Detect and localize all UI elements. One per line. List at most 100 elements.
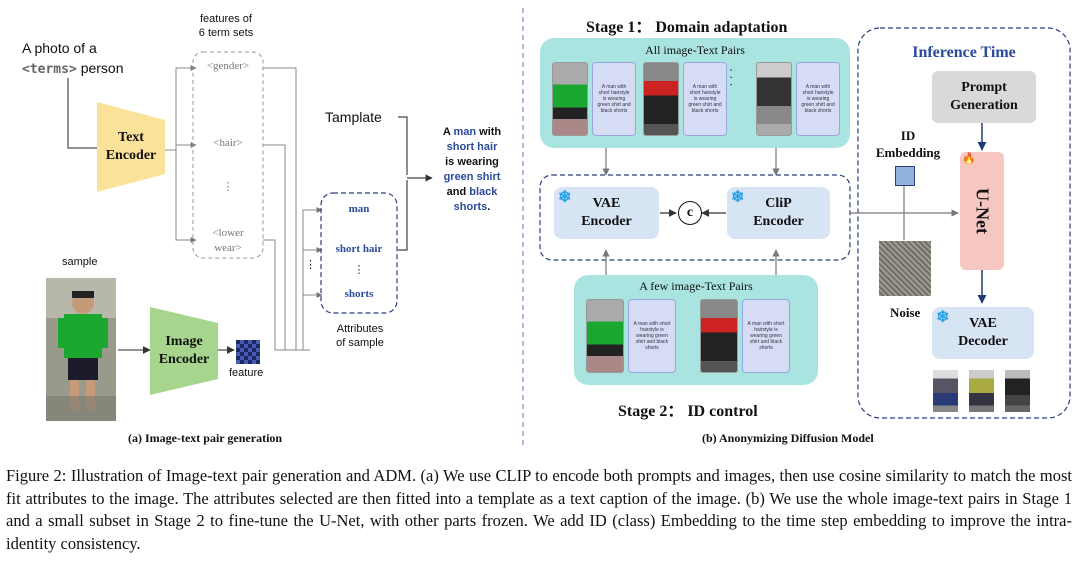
feature-icon xyxy=(236,340,260,364)
pair-1: A man with short hairstyle is wearing gr… xyxy=(552,62,636,136)
pair-2: A man with short hairstyle is wearing gr… xyxy=(643,62,727,136)
pair-2-text: A man with short hairstyle is wearing gr… xyxy=(683,62,727,136)
all-pairs-box: All image-Text Pairs A man with short ha… xyxy=(540,38,850,148)
unet: 🔥 U-Net xyxy=(960,152,1004,270)
fire-icon: 🔥 xyxy=(962,153,976,165)
image-encoder: Image Encoder xyxy=(150,307,218,395)
term-lower: <lower xyxy=(212,227,244,239)
image-encoder-shape xyxy=(150,307,218,395)
prompt-generation-label-1: Prompt xyxy=(961,80,1007,95)
output-image-1 xyxy=(933,370,958,412)
figure-caption: Figure 2: Illustration of Image-text pai… xyxy=(6,466,1072,553)
snowflake-icon: ❄ xyxy=(936,309,950,326)
prompt-terms: <terms> xyxy=(22,62,77,77)
noise-label: Noise xyxy=(890,305,921,320)
pair-5-text: A man with short hairstyle is wearing gr… xyxy=(742,299,790,373)
id-embedding-label: ID Embedding xyxy=(868,127,948,161)
pair-1-text: A man with short hairstyle is wearing gr… xyxy=(592,62,636,136)
result-green-shirt: green shirt xyxy=(443,171,501,183)
prompt-person: person xyxy=(80,60,124,76)
pairs-dots: · · · xyxy=(725,68,739,87)
attribute-shorts: shorts xyxy=(344,288,374,300)
pair-3: A man with short hairstyle is wearing gr… xyxy=(756,62,840,136)
unet-label: U-Net xyxy=(972,188,993,234)
id-embedding-icon xyxy=(895,166,915,186)
pair-1-photo xyxy=(552,62,588,136)
result-is-wearing: is wearing xyxy=(445,156,499,168)
output-image-2 xyxy=(969,370,994,412)
sample-photo xyxy=(46,278,116,421)
vdots-feature-attrs: ⋮ xyxy=(305,259,316,271)
concat-icon: c xyxy=(678,201,702,225)
term-hair: <hair> xyxy=(213,137,243,149)
pair-4: A man with short hairstyle is wearing gr… xyxy=(586,299,676,373)
id-embedding-label-1: ID xyxy=(900,128,916,143)
pair-4-photo xyxy=(586,299,624,373)
clip-encoder: ❄ CliP Encoder xyxy=(727,187,830,239)
caption-a: (a) Image-text pair generation xyxy=(128,431,283,445)
clip-encoder-label-1: CliP xyxy=(765,196,792,211)
image-encoder-label-1: Image xyxy=(165,334,203,349)
features-title: features of 6 term sets xyxy=(186,12,266,40)
sample-label: sample xyxy=(62,256,98,268)
vae-encoder-label-2: Encoder xyxy=(581,214,632,229)
pair-5: A man with short hairstyle is wearing gr… xyxy=(700,299,790,373)
feature-label: feature xyxy=(229,367,264,379)
attribute-short-hair: short hair xyxy=(335,243,383,255)
pair-3-text: A man with short hairstyle is wearing gr… xyxy=(796,62,840,136)
stage2-title: Stage 2： ID control xyxy=(618,403,758,420)
attributes-caption-line-1: Attributes xyxy=(336,323,384,335)
text-encoder-label-2: Encoder xyxy=(105,148,157,163)
all-pairs-label: All image-Text Pairs xyxy=(645,43,745,57)
text-encoder-shape xyxy=(97,102,165,192)
noise-image xyxy=(879,241,931,296)
image-encoder-label-2: Encoder xyxy=(158,352,210,367)
term-vdots: ⋮ xyxy=(222,181,234,193)
caption-b: (b) Anonymizing Diffusion Model xyxy=(702,431,874,445)
clip-encoder-label-2: Encoder xyxy=(753,214,804,229)
attributes-caption-line-2: of sample xyxy=(336,337,384,349)
person-figure xyxy=(46,278,116,421)
vae-decoder: ❄ VAE Decoder xyxy=(932,307,1034,359)
output-image-3 xyxy=(1005,370,1030,412)
prompt-generation-label-2: Generation xyxy=(950,98,1018,113)
pair-4-text: A man with short hairstyle is wearing gr… xyxy=(628,299,676,373)
term-wear: wear> xyxy=(214,242,242,254)
result-short-hair: short hair xyxy=(446,141,498,153)
vae-decoder-label-2: Decoder xyxy=(958,334,1008,349)
vae-encoder: ❄ VAE Encoder xyxy=(554,187,659,239)
snowflake-icon: ❄ xyxy=(731,189,745,206)
result-period: . xyxy=(487,201,491,213)
prompt-text: A photo of a <terms> person xyxy=(22,38,124,80)
pair-3-photo xyxy=(756,62,792,136)
term-gender: <gender> xyxy=(206,60,250,72)
result-man: man xyxy=(453,126,477,138)
attribute-man: man xyxy=(348,203,370,215)
result-shorts: shorts xyxy=(453,201,488,213)
vae-encoder-label-1: VAE xyxy=(592,196,621,211)
few-pairs-box: A few image-Text Pairs A man with short … xyxy=(574,275,818,385)
result-caption: A man with short hair is wearing green s… xyxy=(432,125,512,215)
inference-title: Inference Time xyxy=(912,44,1016,61)
result-word-a: A xyxy=(442,126,451,138)
vae-decoder-label-1: VAE xyxy=(969,316,997,331)
template-label: Tamplate xyxy=(325,109,382,125)
prompt-line-1: A photo of a xyxy=(22,40,97,56)
text-encoder-label-1: Text xyxy=(118,130,144,145)
pair-2-photo xyxy=(643,62,679,136)
result-and: and xyxy=(446,186,467,198)
stage1-title: Stage 1： Domain adaptation xyxy=(586,19,788,36)
few-pairs-label: A few image-Text Pairs xyxy=(639,279,753,293)
attribute-vdots: ⋮ xyxy=(353,264,365,276)
id-embedding-label-2: Embedding xyxy=(875,145,941,160)
result-word-with: with xyxy=(479,126,502,138)
pair-5-photo xyxy=(700,299,738,373)
features-title-line-1: features of xyxy=(200,13,252,25)
result-black: black xyxy=(469,186,498,198)
snowflake-icon: ❄ xyxy=(558,189,572,206)
prompt-generation: Prompt Generation xyxy=(932,71,1036,123)
text-encoder: Text Encoder xyxy=(97,102,165,192)
attributes-caption: Attributes of sample xyxy=(320,322,400,350)
features-title-line-2: 6 term sets xyxy=(198,27,254,39)
